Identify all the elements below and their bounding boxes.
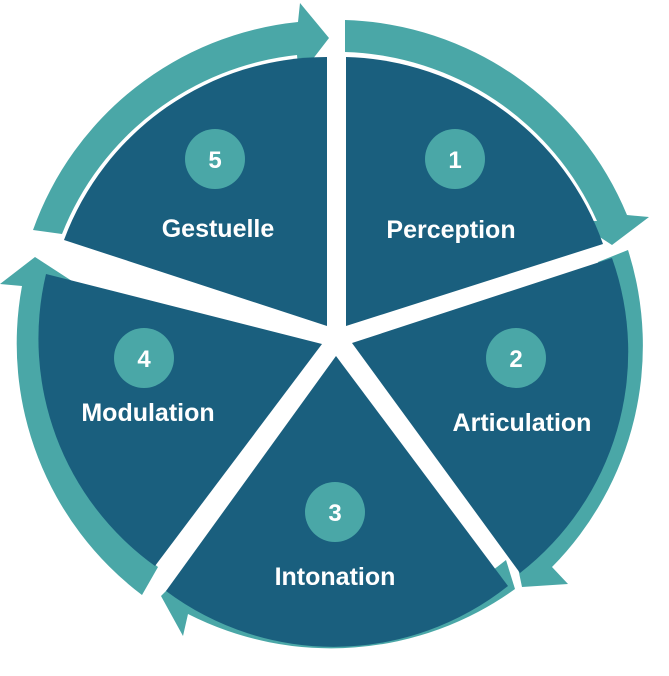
ring-arrow-1 [345, 20, 649, 245]
segment-modulation [38, 274, 322, 566]
step-5-label: Gestuelle [162, 215, 275, 243]
segment-perception [346, 57, 603, 326]
step-5: 5 Gestuelle [162, 129, 275, 243]
step-4-label: Modulation [81, 399, 214, 427]
segment-gestuelle [64, 56, 327, 327]
step-2-number: 2 [509, 346, 522, 373]
step-3-badge [305, 482, 365, 542]
step-3: 3 Intonation [275, 482, 396, 591]
step-1-badge [425, 129, 485, 189]
segment-articulation [352, 258, 629, 573]
step-3-label: Intonation [275, 563, 396, 591]
step-4: 4 Modulation [81, 328, 215, 427]
ring-arrow-5 [33, 3, 329, 234]
step-3-number: 3 [328, 500, 341, 527]
step-2-label: Articulation [453, 409, 592, 437]
step-4-badge [114, 328, 174, 388]
step-5-number: 5 [208, 147, 221, 174]
step-2-badge [486, 328, 546, 388]
step-4-number: 4 [137, 346, 151, 373]
step-2: 2 Articulation [453, 328, 592, 437]
step-1-label: Perception [386, 216, 515, 244]
step-1: 1 Perception [386, 129, 516, 244]
step-1-number: 1 [448, 147, 461, 174]
step-5-badge [185, 129, 245, 189]
